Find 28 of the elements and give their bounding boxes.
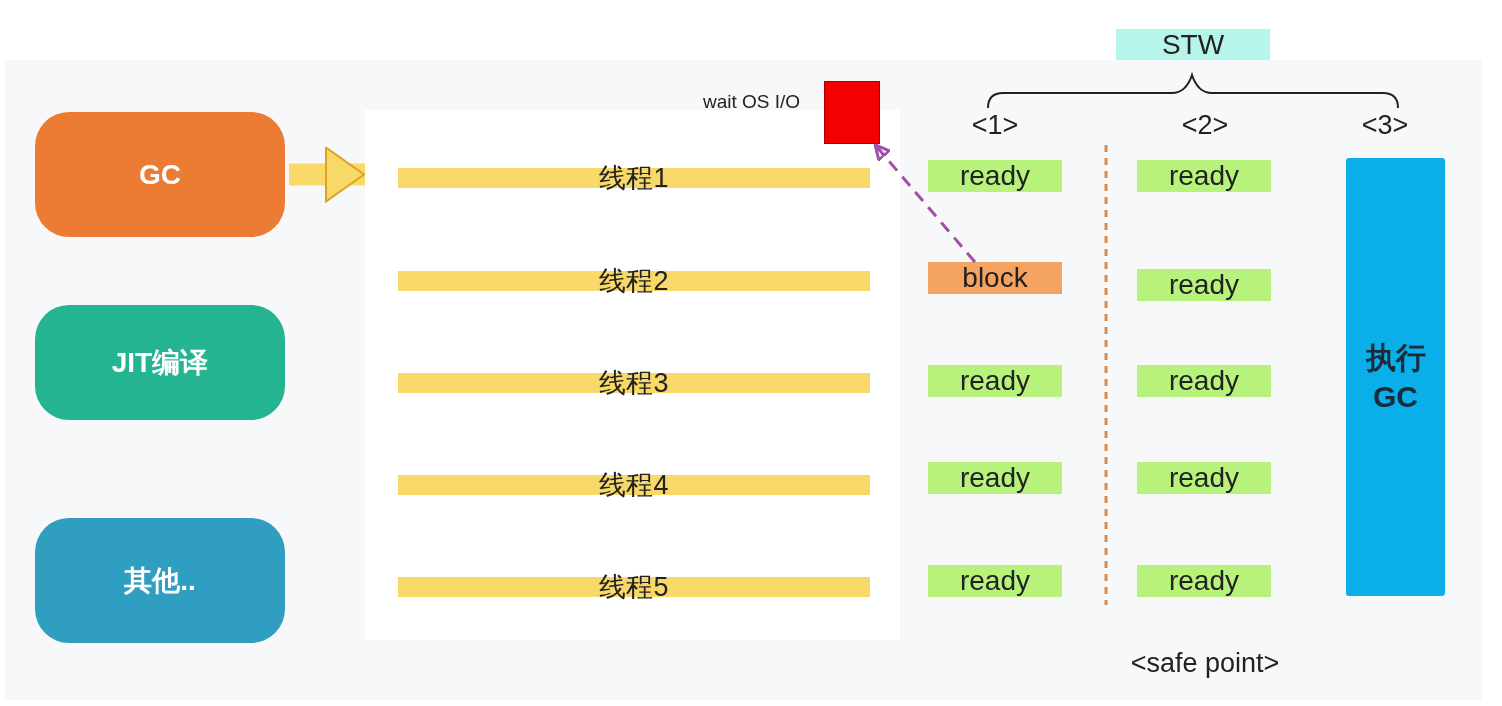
thread-label: 线程1 [598, 162, 670, 195]
arrow [873, 143, 977, 263]
thread-label: 线程4 [598, 469, 670, 502]
state-tag: ready [1137, 565, 1271, 597]
state-tag: block [928, 262, 1062, 294]
state-tag: ready [928, 462, 1062, 494]
phase-tag: STW [1116, 29, 1270, 60]
status-label: wait OS I/O [703, 91, 802, 113]
caption-label: <safe point> [1129, 647, 1281, 680]
state-tag: ready [1137, 160, 1271, 192]
thread-label: 线程3 [598, 367, 670, 400]
state-tag: ready [928, 565, 1062, 597]
state-tag: ready [928, 160, 1062, 192]
thread-label: 线程5 [598, 571, 670, 604]
phase-number: <3> [1360, 109, 1410, 142]
rounded-box: 其他.. [35, 518, 285, 643]
rounded-box: JIT编译 [35, 305, 285, 420]
rounded-box: GC [35, 112, 285, 237]
state-tag: ready [1137, 365, 1271, 397]
execution-bar: 执行GC [1346, 158, 1445, 596]
phase-number: <2> [1180, 109, 1230, 142]
block-arrow [289, 146, 365, 203]
state-tag: ready [1137, 269, 1271, 301]
phase-number: <1> [970, 109, 1020, 142]
thread-label: 线程2 [598, 265, 670, 298]
state-tag: ready [928, 365, 1062, 397]
state-tag: ready [1137, 462, 1271, 494]
thread-panel [365, 110, 900, 640]
